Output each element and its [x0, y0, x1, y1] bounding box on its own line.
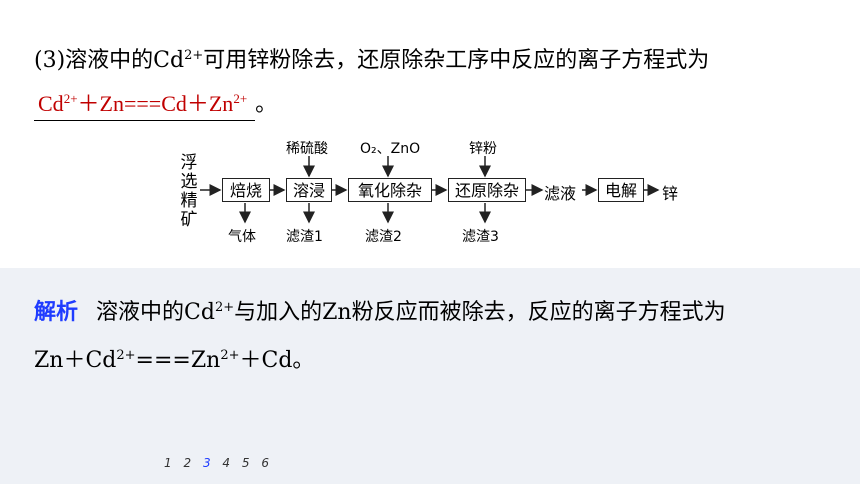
input-label: 浮 选 精 矿 — [180, 154, 198, 230]
equation-part: ===Zn — [135, 348, 221, 373]
end-mark: 。 — [255, 92, 278, 117]
page-link-1[interactable]: 1 — [164, 456, 172, 470]
output-gas: 气体 — [228, 229, 256, 245]
question-part: 可用锌粉除去，还原除杂工序中反应的离子方程式为 — [203, 48, 710, 73]
filtrate-label: 滤液 — [544, 184, 577, 203]
step-roasting: 焙烧 — [222, 178, 270, 202]
answer-equation: Cd2+＋Zn===Cd＋Zn2+ — [38, 91, 247, 116]
page-link-3[interactable]: 3 — [202, 456, 211, 470]
question-part: (3)溶液中的Cd — [34, 48, 185, 73]
page-link-5[interactable]: 5 — [241, 456, 250, 470]
question-panel — [0, 0, 860, 268]
reagent-oxygen: O₂、ZnO — [360, 141, 421, 157]
input-char: 选 — [180, 172, 198, 192]
input-char: 精 — [180, 191, 198, 211]
charge-sup: 2+ — [184, 48, 204, 63]
charge-sup: 2+ — [214, 300, 235, 315]
answer-part: ＋Zn===Cd＋Zn — [77, 91, 234, 116]
explanation-panel — [0, 268, 860, 484]
page-navigation: 1 2 3 4 5 6 — [164, 456, 277, 470]
equation-part: Zn＋Cd — [34, 348, 117, 373]
step-leaching: 溶浸 — [286, 178, 332, 202]
step-electrolysis: 电解 — [598, 178, 644, 202]
explanation-line1: 解析溶液中的Cd2+与加入的Zn粉反应而被除去，反应的离子方程式为 — [34, 294, 726, 326]
flow-arrows — [200, 156, 660, 224]
step-reduction: 还原除杂 — [448, 178, 526, 202]
explanation-line2: Zn＋Cd2+===Zn2+＋Cd。 — [34, 342, 314, 374]
page-link-2[interactable]: 2 — [183, 456, 192, 470]
input-char: 矿 — [180, 210, 198, 230]
reagent-acid: 稀硫酸 — [286, 141, 328, 157]
output-residue-2: 滤渣2 — [365, 229, 402, 245]
reagent-zinc: 锌粉 — [469, 141, 497, 157]
output-residue-3: 滤渣3 — [462, 229, 499, 245]
input-char: 浮 — [180, 153, 198, 173]
answer-blank: Cd2+＋Zn===Cd＋Zn2+ — [34, 86, 256, 121]
step-oxidation: 氧化除杂 — [348, 178, 432, 202]
charge-sup: 2+ — [63, 91, 78, 106]
question-text: (3)溶液中的Cd2+可用锌粉除去，还原除杂工序中反应的离子方程式为 — [34, 42, 709, 74]
explanation-part: 与加入的Zn粉反应而被除去，反应的离子方程式为 — [234, 300, 726, 325]
charge-sup: 2+ — [220, 348, 240, 363]
explanation-part: 溶液中的Cd — [96, 300, 215, 325]
answer-line: Cd2+＋Zn===Cd＋Zn2+。 — [34, 86, 277, 121]
product-label: 锌 — [662, 184, 679, 203]
charge-sup: 2+ — [233, 91, 248, 106]
equation-part: ＋Cd。 — [239, 348, 315, 373]
page-link-6[interactable]: 6 — [261, 456, 269, 470]
output-residue-1: 滤渣1 — [286, 229, 323, 245]
page-link-4[interactable]: 4 — [222, 456, 231, 470]
explanation-label: 解析 — [34, 300, 79, 325]
charge-sup: 2+ — [116, 348, 136, 363]
process-flow-diagram: 浮 选 精 矿 焙烧 溶浸 氧化除杂 还原除杂 滤液 电解 锌 稀硫酸 O₂、Z… — [170, 136, 710, 248]
answer-part: Cd — [38, 91, 64, 116]
